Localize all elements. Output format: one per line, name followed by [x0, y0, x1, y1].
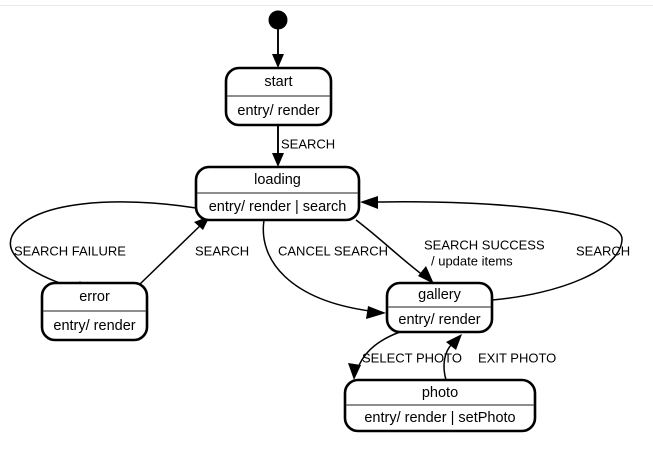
- state-body-start: entry/ render: [237, 103, 319, 119]
- edge-label-select-photo: SELECT PHOTO: [362, 350, 462, 365]
- state-body-loading: entry/ render | search: [209, 199, 347, 215]
- arrowhead: [418, 266, 434, 284]
- transition-photo-to-gallery: EXIT PHOTO: [443, 334, 556, 381]
- edge-path: [262, 219, 371, 312]
- edge-label-exit-photo: EXIT PHOTO: [478, 350, 556, 365]
- initial-state-dot: [268, 10, 288, 30]
- edge-path: [355, 219, 425, 277]
- state-node-loading[interactable]: loading entry/ render | search: [194, 165, 361, 222]
- edge-path: [357, 331, 401, 369]
- state-node-error[interactable]: error entry/ render: [40, 281, 149, 342]
- edge-label-search-error: SEARCH: [195, 243, 249, 258]
- edge-label-search-failure: SEARCH FAILURE: [14, 243, 126, 258]
- state-node-gallery[interactable]: gallery entry/ render: [385, 281, 494, 334]
- state-body-gallery: entry/ render: [398, 312, 480, 328]
- transition-start-to-loading: SEARCH: [272, 125, 335, 167]
- edge-path: [9, 201, 197, 290]
- edge-path: [443, 343, 453, 381]
- state-node-start[interactable]: start entry/ render: [224, 66, 333, 127]
- edge-label-search-start: SEARCH: [281, 136, 335, 151]
- arrowhead: [366, 306, 386, 319]
- state-body-error: entry/ render: [53, 318, 135, 334]
- transition-gallery-to-loading: SEARCH: [360, 196, 630, 301]
- arrowhead: [272, 153, 284, 167]
- edge-label-cancel-search: CANCEL SEARCH: [278, 243, 388, 258]
- edge-label-search-gallery: SEARCH: [576, 243, 630, 258]
- edge-label-search-success-action: / update items: [431, 253, 513, 268]
- transition-error-to-loading: SEARCH: [139, 216, 249, 285]
- state-name-photo: photo: [422, 385, 458, 401]
- state-name-loading: loading: [254, 172, 301, 188]
- edge-label-search-success: SEARCH SUCCESS: [424, 237, 545, 252]
- edge-path: [377, 201, 623, 301]
- state-body-photo: entry/ render | setPhoto: [364, 410, 515, 426]
- state-name-gallery: gallery: [418, 287, 461, 303]
- state-name-start: start: [264, 74, 292, 90]
- transition-loading-to-gallery-cancel: CANCEL SEARCH: [262, 219, 388, 319]
- transition-gallery-to-photo: SELECT PHOTO: [348, 331, 462, 380]
- edge-path: [139, 221, 205, 285]
- state-node-photo[interactable]: photo entry/ render | setPhoto: [343, 378, 537, 433]
- transition-loading-to-error: SEARCH FAILURE: [9, 201, 197, 294]
- arrowhead: [446, 334, 462, 350]
- transition-initial-to-start: [272, 29, 284, 68]
- arrowhead: [272, 54, 284, 68]
- state-name-error: error: [79, 289, 110, 305]
- transition-loading-to-gallery-success: SEARCH SUCCESS / update items: [355, 219, 545, 284]
- arrowhead: [360, 196, 378, 209]
- arrowhead: [348, 363, 361, 380]
